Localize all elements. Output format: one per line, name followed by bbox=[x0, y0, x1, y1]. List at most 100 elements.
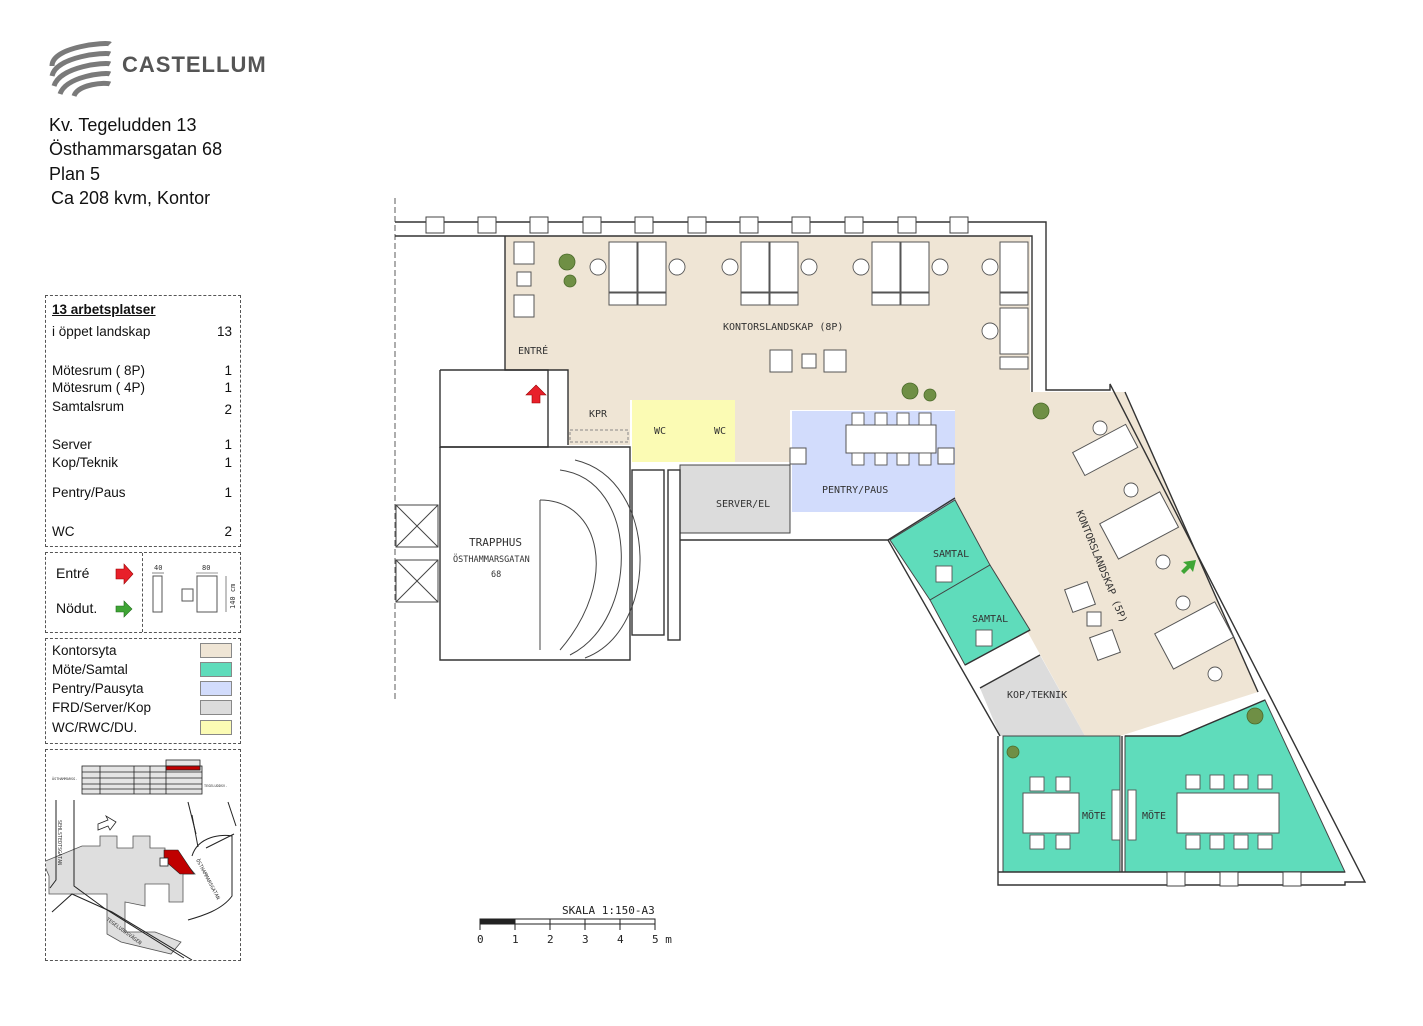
legend-swatch bbox=[200, 700, 232, 715]
room-label-kop-teknik: KOP/TEKNIK bbox=[1007, 690, 1067, 701]
scale-tick: 3 bbox=[582, 933, 589, 946]
desks bbox=[513, 241, 1280, 834]
scale-tick: 4 bbox=[617, 933, 624, 946]
scale-title: SKALA 1:150-A3 bbox=[562, 904, 655, 917]
window-mullions bbox=[425, 216, 1302, 887]
symbols-box: Entré Nödut. 40 80 140 cm bbox=[45, 552, 241, 633]
dim-80: 80 bbox=[202, 564, 210, 572]
staircase bbox=[395, 459, 641, 659]
divider bbox=[142, 553, 143, 632]
floor: Plan 5 bbox=[49, 164, 101, 184]
scale-tick: 5 m bbox=[652, 933, 672, 946]
scale-tick: 1 bbox=[512, 933, 519, 946]
room-label-kontorslandskap-8p: KONTORSLANDSKAP (8P) bbox=[723, 322, 843, 333]
emergency-exit-arrow-icon bbox=[115, 600, 133, 618]
logo-mark-icon bbox=[49, 41, 112, 98]
street-label: ÖSTHAMMARSG. bbox=[52, 776, 77, 781]
room-label-wc: WC bbox=[714, 426, 726, 437]
room-label-trapphus-number: 68 bbox=[491, 570, 501, 580]
legend-item: FRD/Server/Kop bbox=[52, 700, 232, 715]
legend-swatch bbox=[200, 662, 232, 677]
legend-item: WC/RWC/DU. bbox=[52, 720, 232, 735]
legend-item: Kontorsyta bbox=[52, 643, 232, 658]
room-label-samtal: SAMTAL bbox=[972, 614, 1008, 625]
row-value: 2 bbox=[224, 402, 232, 417]
location-minimap: ÖSTHAMMARSG. TEGELUDDSV. SEHLSTEDTSGATAN… bbox=[42, 749, 241, 961]
plants bbox=[558, 253, 1264, 759]
legend-label: FRD/Server/Kop bbox=[52, 700, 152, 715]
legend-item: Möte/Samtal bbox=[52, 662, 232, 677]
legend-label: Möte/Samtal bbox=[52, 662, 128, 677]
server-area-fill bbox=[679, 464, 791, 534]
summary-row: Pentry/Paus 1 bbox=[52, 485, 232, 500]
summary-row: WC 2 bbox=[52, 524, 232, 539]
room-label-wc: WC bbox=[654, 426, 666, 437]
room-label-trapphus: TRAPPHUS bbox=[469, 536, 522, 549]
summary-row: Mötesrum ( 4P) 1 bbox=[52, 380, 232, 395]
row-label: Mötesrum ( 4P) bbox=[52, 380, 146, 395]
logo-text: CASTELLUM bbox=[122, 52, 267, 77]
row-value: 2 bbox=[224, 524, 232, 539]
legend-swatch bbox=[200, 720, 232, 735]
legend-label: Pentry/Pausyta bbox=[52, 681, 144, 696]
room-label-samtal: SAMTAL bbox=[933, 549, 969, 560]
scale-bar: SKALA 1:150-A3 0 1 2 3 4 5 m bbox=[477, 904, 672, 946]
color-legend: Kontorsyta Möte/Samtal Pentry/Pausyta FR… bbox=[45, 638, 241, 744]
chairs bbox=[589, 258, 1273, 850]
property-name: Kv. Tegeludden 13 bbox=[49, 115, 197, 135]
legend-label: Kontorsyta bbox=[52, 643, 117, 658]
row-label: Mötesrum ( 8P) bbox=[52, 363, 146, 378]
area: Ca 208 kvm, Kontor bbox=[51, 188, 211, 208]
desk-dimensions-icon: 40 80 140 cm bbox=[152, 564, 237, 613]
scale-tick: 2 bbox=[547, 933, 554, 946]
row-value: 1 bbox=[224, 437, 232, 452]
summary-row: i öppet landskap 13 bbox=[52, 324, 232, 339]
street-label: SEHLSTEDTSGATAN bbox=[56, 820, 62, 865]
summary-box: 13 arbetsplatser i öppet landskap 13 Möte… bbox=[45, 295, 241, 547]
row-value: 1 bbox=[224, 455, 232, 470]
room-label-pentry: PENTRY/PAUS bbox=[822, 485, 888, 496]
street-label: TEGELUDDSV. bbox=[204, 784, 227, 788]
room-label-entre: ENTRÉ bbox=[518, 344, 548, 357]
dim-140: 140 cm bbox=[229, 584, 237, 609]
row-label: Kop/Teknik bbox=[52, 455, 119, 470]
legend-swatch bbox=[200, 681, 232, 696]
address: Östhammarsgatan 68 bbox=[49, 139, 223, 159]
row-value: 1 bbox=[224, 363, 232, 378]
dim-40: 40 bbox=[154, 564, 162, 572]
north-arrow-icon bbox=[97, 814, 117, 831]
summary-title-text: 13 arbetsplatser bbox=[52, 302, 156, 317]
legend-swatch bbox=[200, 643, 232, 658]
row-label: WC bbox=[52, 524, 75, 539]
room-label-server: SERVER/EL bbox=[716, 499, 770, 510]
office-area-fill bbox=[505, 236, 1258, 736]
row-label: Pentry/Paus bbox=[52, 485, 126, 500]
summary-title: 13 arbetsplatser bbox=[52, 302, 232, 317]
room-label-trapphus-street: ÖSTHAMMARSGATAN bbox=[453, 554, 530, 565]
row-value: 1 bbox=[224, 485, 232, 500]
row-label: Samtalsrum bbox=[52, 399, 125, 414]
room-label-mote: MÖTE bbox=[1142, 809, 1166, 822]
kop-area-fill bbox=[980, 655, 1085, 736]
summary-row: Samtalsrum 2 bbox=[52, 399, 232, 417]
row-label: i öppet landskap bbox=[52, 324, 151, 339]
entrance-arrow-icon bbox=[525, 384, 547, 404]
room-label-mote: MÖTE bbox=[1082, 809, 1106, 822]
emergency-exit-arrow-icon bbox=[1181, 560, 1196, 574]
summary-row: Kop/Teknik 1 bbox=[52, 455, 232, 470]
legend-item: Pentry/Pausyta bbox=[52, 681, 232, 696]
nodut-label: Nödut. bbox=[56, 600, 98, 616]
legend-label: WC/RWC/DU. bbox=[52, 720, 138, 735]
entrance-arrow-icon bbox=[115, 563, 134, 585]
row-value: 1 bbox=[224, 380, 232, 395]
room-label-kpr: KPR bbox=[589, 409, 608, 420]
castellum-logo bbox=[48, 36, 114, 98]
wc-area-fill bbox=[632, 400, 735, 462]
minimap-drawing: ÖSTHAMMARSG. TEGELUDDSV. SEHLSTEDTSGATAN… bbox=[42, 759, 237, 961]
row-value: 13 bbox=[216, 324, 232, 339]
summary-row: Mötesrum ( 8P) 1 bbox=[52, 363, 232, 378]
entre-label: Entré bbox=[56, 565, 90, 581]
row-label: Server bbox=[52, 437, 92, 452]
scale-tick: 0 bbox=[477, 933, 484, 946]
